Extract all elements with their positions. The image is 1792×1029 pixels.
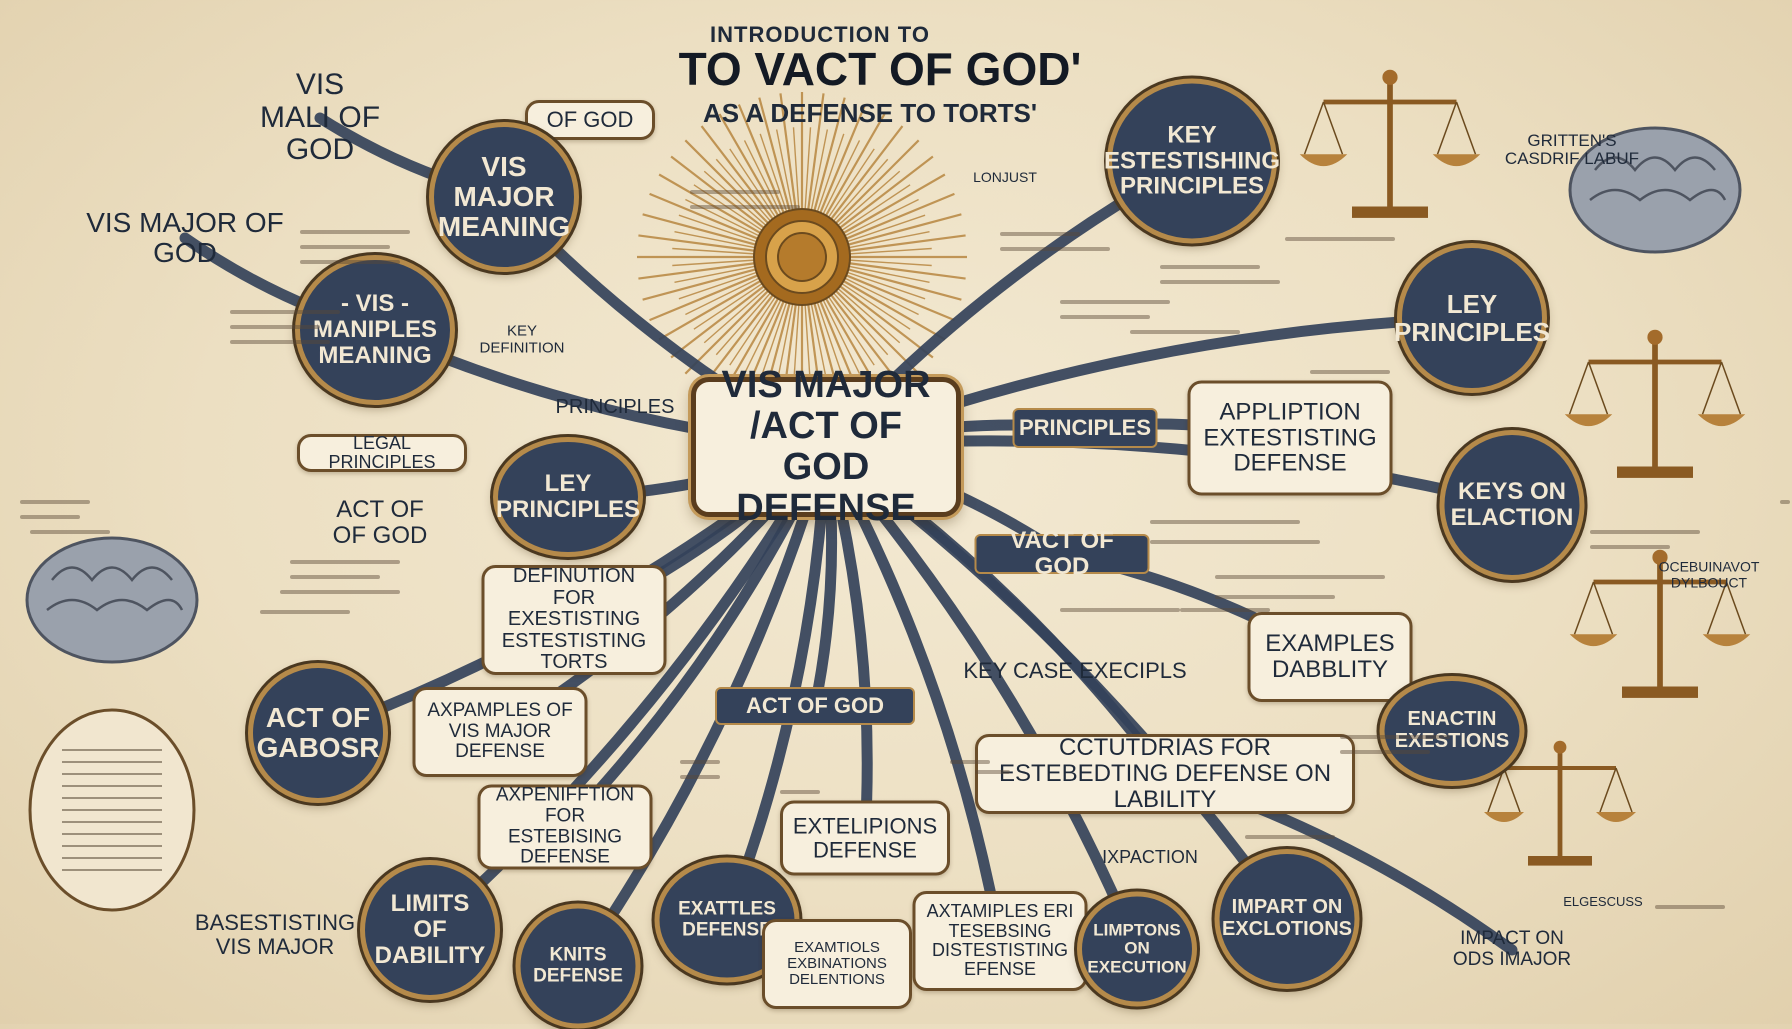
illegible-text-line <box>300 245 390 249</box>
title-intro: INTRODUCTION TO <box>710 22 930 47</box>
illegible-text-line <box>950 760 990 764</box>
illegible-text-line <box>1590 545 1670 549</box>
illegible-text-line <box>680 775 720 779</box>
node-keycase[interactable]: KEY CASE EXECIPLS <box>963 658 1187 684</box>
node-definition[interactable]: DEFINUTION FOR EXESTISTING ESTESTISTING … <box>481 565 667 675</box>
illegible-text-line <box>1000 232 1080 236</box>
illegible-text-line <box>1245 835 1335 839</box>
node-ocebuinavot[interactable]: OCEBUINAVOT DYLBOUCT <box>1658 558 1760 590</box>
node-appliption[interactable]: APPLIPTION EXTESTISTING DEFENSE <box>1187 380 1393 496</box>
illegible-text-line <box>1340 750 1430 754</box>
illegible-text-line <box>1180 608 1270 612</box>
node-ofgod1[interactable]: OF GOD <box>525 100 655 140</box>
illegible-text-line <box>1590 530 1700 534</box>
node-limitsdability[interactable]: LIMITS OF DABILITY <box>360 860 500 1000</box>
node-keyestesting[interactable]: KEY ESTESTISHING PRINCIPLES <box>1104 78 1280 244</box>
illegible-text-line <box>1060 300 1170 304</box>
illegible-text-line <box>290 575 380 579</box>
scales-of-justice-icon <box>1299 69 1481 218</box>
node-actofgod1[interactable]: ACT OF OF GOD <box>332 496 428 549</box>
node-vismaliofgod[interactable]: VIS MALI OF GOD <box>260 68 381 167</box>
illegible-text-line <box>1150 520 1300 524</box>
node-vismaniples[interactable]: - VIS - MANIPLES MEANING <box>295 255 455 405</box>
node-axamplesvis[interactable]: AXPAMPLES OF VIS MAJOR DEFENSE <box>412 687 588 777</box>
node-center[interactable]: VIS MAJOR /ACT OF GOD DEFENSE <box>691 364 961 529</box>
illegible-text-line <box>1655 905 1725 909</box>
illegible-text-line <box>230 340 330 344</box>
page-title: TO VACT OF GOD' <box>678 43 1082 95</box>
illegible-text-line <box>230 310 340 314</box>
node-basestisting[interactable]: BASESTISTING VIS MAJOR <box>194 910 356 959</box>
illegible-text-line <box>1340 735 1450 739</box>
illegible-text-line <box>280 590 400 594</box>
illegible-text-line <box>1285 237 1395 241</box>
node-examplesdab[interactable]: EXAMPLES DABBLITY <box>1247 612 1413 702</box>
node-vismajormeaning[interactable]: VIS MAJOR MEANING <box>429 122 579 272</box>
illegible-text-line <box>300 230 410 234</box>
node-vactofgod[interactable]: VACT OF GOD <box>974 528 1150 579</box>
illegible-text-line <box>230 325 320 329</box>
illegible-text-line <box>20 515 80 519</box>
illegible-text-line <box>690 190 780 194</box>
node-vismajorofgod[interactable]: VIS MAJOR OF GOD <box>86 206 284 268</box>
page-subtitle: AS A DEFENSE TO TORTS' <box>702 98 1038 128</box>
node-gritten[interactable]: GRITTEN'S CASDRIF LABUF <box>1504 130 1640 168</box>
illegible-text-line <box>1060 315 1150 319</box>
node-examtiols[interactable]: EXAMTIOLS EXBINATIONS DELENTIONS <box>762 919 912 1009</box>
illegible-text-line <box>290 560 400 564</box>
illegible-text-line <box>30 530 110 534</box>
illegible-text-line <box>1060 608 1180 612</box>
node-extelipions[interactable]: EXTELIPIONS DEFENSE <box>780 800 950 876</box>
node-ectutdrias[interactable]: CCTUTDRIAS FOR ESTEBEDTING DEFENSE ON LA… <box>975 734 1355 814</box>
illegible-text-line <box>1215 575 1385 579</box>
brain-icon <box>25 536 199 664</box>
node-impartexcl[interactable]: IMPART ON EXCLOTIONS <box>1214 849 1360 989</box>
node-axpenifftion[interactable]: AXPENIFFTION FOR ESTEBISING DEFENSE <box>477 784 653 870</box>
illegible-text-line <box>1000 247 1110 251</box>
node-expaction[interactable]: IXPACTION <box>1102 847 1198 868</box>
illegible-text-line <box>1160 265 1260 269</box>
connector-center-limitsdability <box>424 441 832 936</box>
node-actofgabosr[interactable]: ACT OF GABOSR <box>248 663 388 803</box>
scroll-document-icon <box>28 708 196 912</box>
illegible-text-line <box>1310 370 1390 374</box>
scales-of-justice-icon <box>1564 329 1746 478</box>
node-keydefinition[interactable]: KEY DEFINITION <box>479 322 565 356</box>
illegible-text-line <box>975 770 1010 774</box>
scales-of-justice-icon <box>1484 740 1636 866</box>
node-impactvismajor[interactable]: IMPACT ON ODS IMAJOR <box>1452 928 1572 970</box>
illegible-text-line <box>20 500 90 504</box>
illegible-text-line <box>1160 280 1280 284</box>
node-legalprinciples[interactable]: LEGAL PRINCIPLES <box>297 433 467 472</box>
node-lonjust[interactable]: LONJUST <box>973 169 1037 186</box>
illegible-text-line <box>680 760 720 764</box>
brain-icon <box>1568 126 1742 254</box>
node-actofgod2[interactable]: ACT OF GOD <box>715 687 915 725</box>
node-leyprinciples2[interactable]: LEY PRINCIPLES <box>1394 243 1550 393</box>
illegible-text-line <box>1780 500 1790 504</box>
illegible-text-line <box>690 205 800 209</box>
illegible-text-line <box>1150 540 1320 544</box>
node-knitsdefense[interactable]: KNITS DEFENSE <box>515 903 641 1029</box>
illegible-text-line <box>300 260 400 264</box>
node-keysonelaction[interactable]: KEYS ON ELACTION <box>1439 430 1585 580</box>
node-limptons[interactable]: LIMPTONS ON EXECUTION <box>1077 891 1197 1007</box>
illegible-text-line <box>1215 595 1335 599</box>
illegible-text-line <box>1130 330 1240 334</box>
node-axtamiples[interactable]: AXTAMIPLES ERI TESEBSING DISTESTISTING E… <box>912 891 1088 991</box>
node-leyprinciples1[interactable]: LEY PRINCIPLES <box>493 437 643 557</box>
illegible-text-line <box>260 610 350 614</box>
node-principles2[interactable]: PRINCIPLES <box>1012 408 1158 448</box>
node-defprinciples[interactable]: PRINCIPLES <box>555 396 675 419</box>
illegible-text-line <box>780 790 820 794</box>
node-elgescuss[interactable]: ELGESCUSS <box>1563 893 1643 909</box>
scales-of-justice-icon <box>1569 549 1751 698</box>
node-enactin[interactable]: ENACTIN EXESTIONS <box>1379 676 1525 786</box>
